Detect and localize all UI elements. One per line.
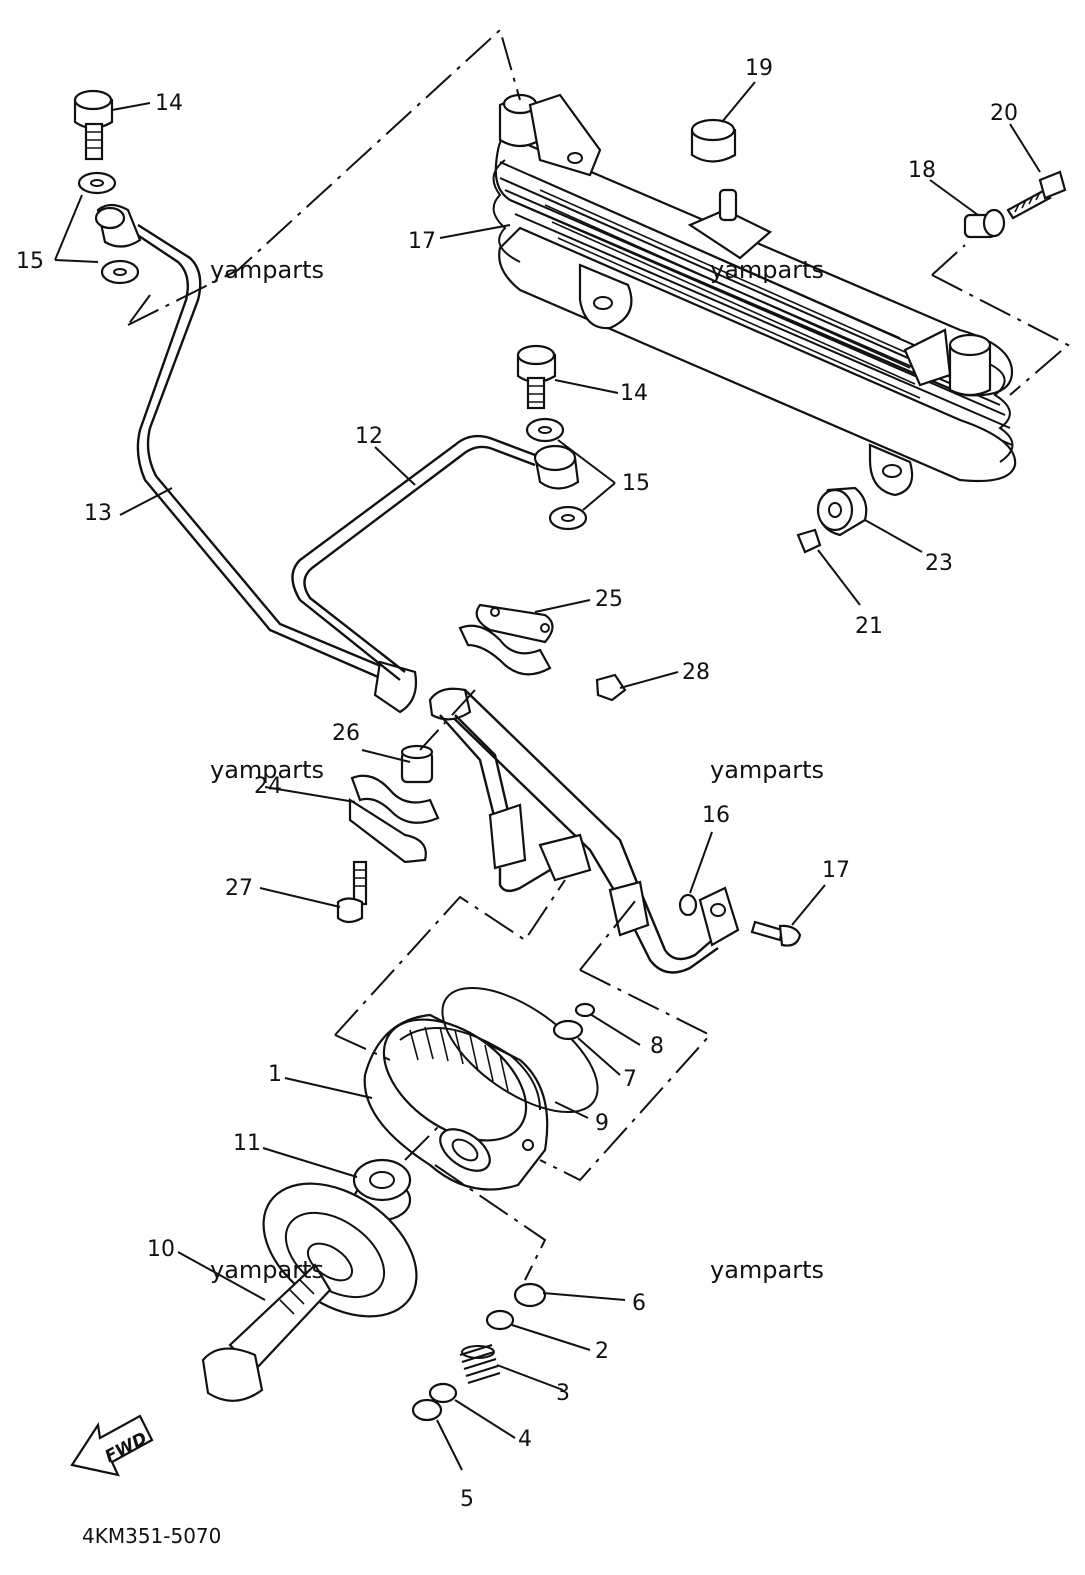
washer-7 (552, 1019, 584, 1041)
oil-cooler (492, 93, 1017, 497)
label-13: 13 (84, 501, 112, 526)
label-17: 17 (822, 858, 850, 883)
valve-2 (485, 1309, 515, 1331)
fwd-arrow-icon: FWD (70, 1414, 154, 1477)
label-7: 7 (623, 1067, 637, 1092)
washer-4 (428, 1382, 458, 1404)
label-23: 21 (855, 614, 883, 639)
oil-pipe-12 (291, 434, 580, 681)
label-15-upper: 15 (16, 249, 44, 274)
washers-15-upper (77, 171, 140, 285)
watermark: yamparts (710, 256, 824, 284)
bolt-14-upper (73, 89, 114, 161)
label-4: 4 (518, 1427, 532, 1452)
label-20: 18 (908, 158, 936, 183)
washers-15-lower (525, 417, 588, 531)
watermark: yamparts (210, 756, 324, 784)
label-18: 17 (408, 229, 436, 254)
label-9: 9 (595, 1111, 609, 1136)
bolt-27 (336, 860, 368, 924)
hose-assembly (428, 687, 740, 974)
assembly-lines (127, 28, 1070, 1281)
oil-pipe-13 (94, 203, 418, 714)
watermark: yamparts (710, 1256, 824, 1284)
label-24: 24 (254, 774, 282, 799)
collar-26 (400, 744, 434, 784)
oring-9 (441, 986, 599, 1114)
watermark: yamparts (210, 1256, 324, 1284)
label-6: 6 (632, 1291, 646, 1316)
label-3: 3 (556, 1381, 570, 1406)
spring-3 (459, 1344, 501, 1384)
oring-16 (678, 893, 698, 917)
fitting-23 (796, 528, 822, 554)
part-number-labels: 19 20 18 17 14 15 14 15 12 13 23 21 25 2… (16, 56, 1018, 1512)
filter-cover-10 (201, 1182, 418, 1402)
clamp-25 (458, 603, 554, 676)
label-26: 26 (332, 721, 360, 746)
clip-8 (574, 1002, 596, 1018)
bolt-22 (1006, 170, 1067, 220)
plug-6 (513, 1282, 547, 1308)
label-21: 19 (745, 56, 773, 81)
seal-11 (352, 1158, 412, 1222)
label-8: 8 (650, 1034, 664, 1059)
relief-parts (411, 1282, 547, 1422)
watermark: yamparts (710, 756, 824, 784)
label-5: 5 (460, 1487, 474, 1512)
label-14-lower: 14 (620, 381, 648, 406)
clamp-24 (348, 774, 440, 864)
label-16: 16 (702, 803, 730, 828)
nut-28 (595, 673, 627, 702)
label-27: 27 (225, 876, 253, 901)
label-15-lower: 15 (622, 471, 650, 496)
drawing-code: 4KM351-5070 (82, 1524, 221, 1548)
grommet-19 (816, 486, 868, 537)
label-1: 1 (268, 1062, 282, 1087)
label-10: 10 (147, 1237, 175, 1262)
bolt-17 (750, 920, 802, 947)
collar-20 (963, 208, 1006, 239)
label-28: 28 (682, 660, 710, 685)
cap-21 (690, 118, 737, 163)
label-11: 11 (233, 1131, 261, 1156)
label-2: 2 (595, 1339, 609, 1364)
label-14-upper: 14 (155, 91, 183, 116)
label-22: 20 (990, 101, 1018, 126)
circlip-5 (411, 1398, 443, 1422)
label-25: 25 (595, 587, 623, 612)
label-12: 12 (355, 424, 383, 449)
label-19: 23 (925, 551, 953, 576)
leader-lines (54, 81, 1041, 1471)
bolt-14-lower (516, 344, 557, 410)
watermark: yamparts (210, 256, 324, 284)
filter-housing-1 (363, 1013, 549, 1191)
watermarks: yamparts yamparts yamparts yamparts yamp… (210, 256, 824, 1284)
